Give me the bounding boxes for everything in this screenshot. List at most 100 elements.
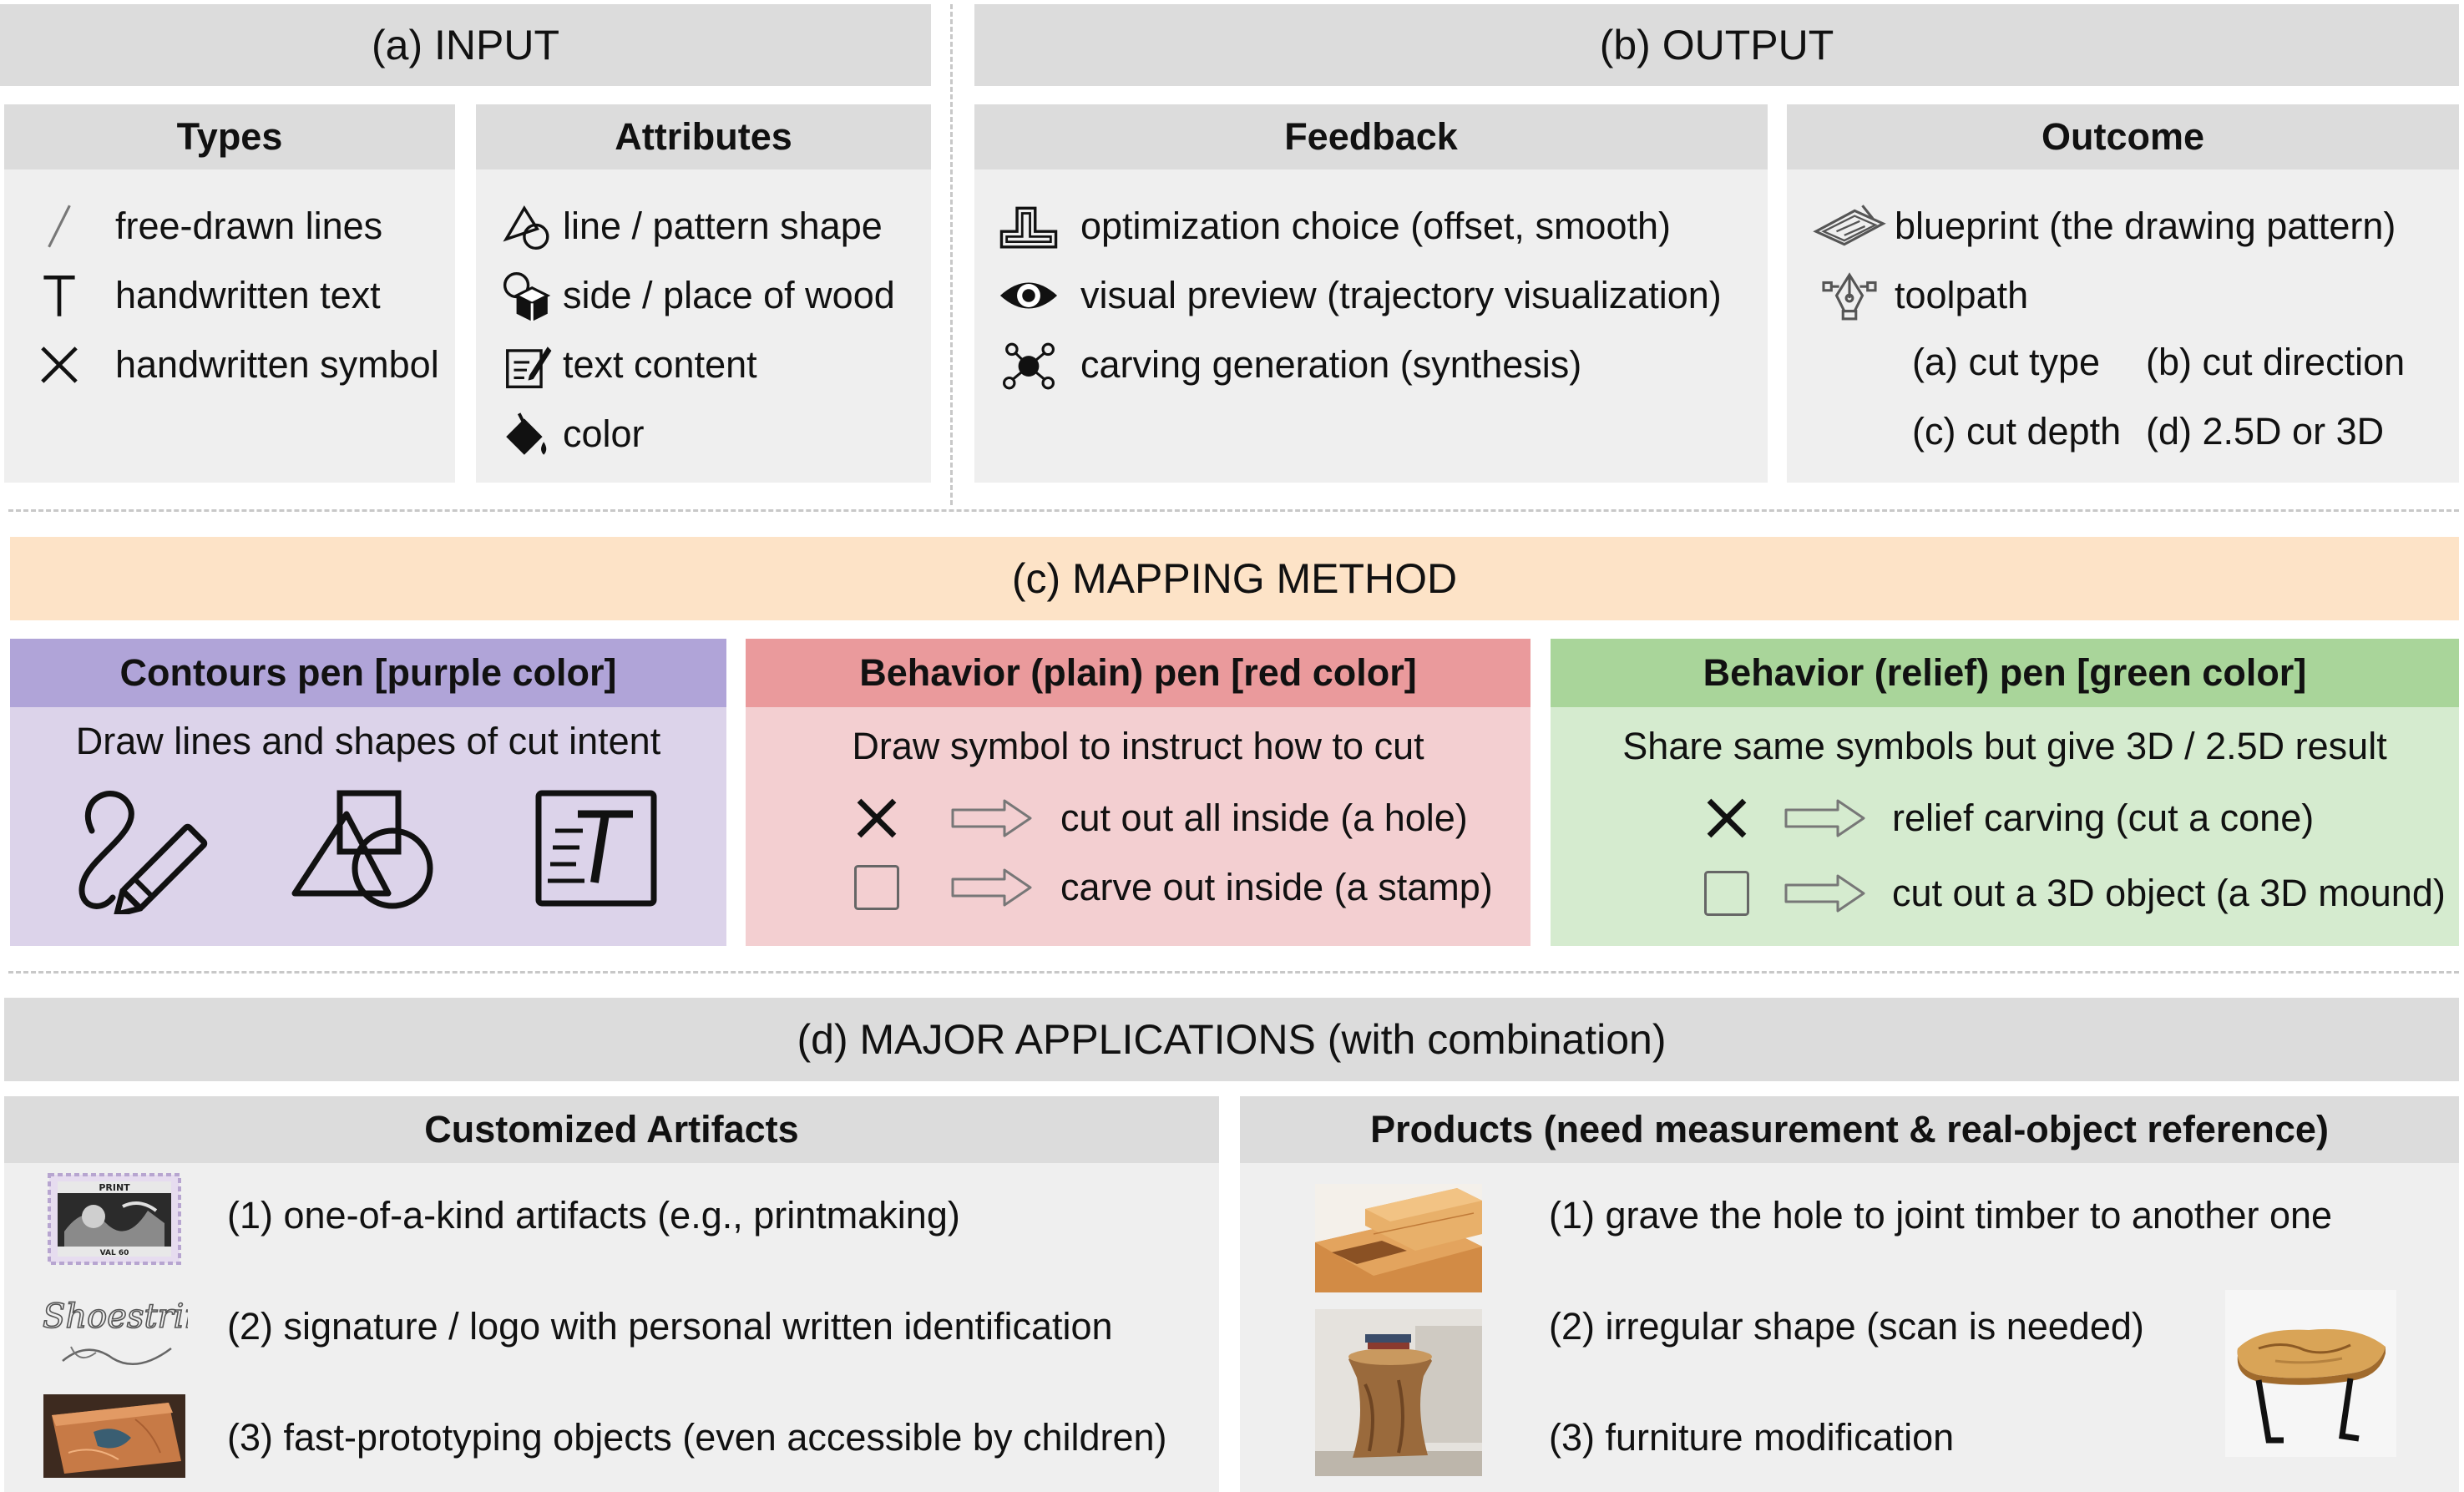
offset-path-icon: [995, 200, 1062, 252]
feedback-title: Feedback: [1284, 115, 1458, 158]
stump-table-image: [1315, 1309, 1482, 1476]
products-title: Products (need measurement & real-object…: [1370, 1108, 2329, 1151]
square-icon: [852, 862, 902, 913]
products-item: (3) furniture modification: [1549, 1416, 1955, 1459]
artifacts-panel: [4, 1163, 1219, 1492]
paint-bucket-icon: [501, 408, 553, 460]
types-item: handwritten symbol: [33, 339, 439, 391]
outcome-item-label: toolpath: [1895, 274, 2029, 316]
plain-pen-panel: [746, 707, 1531, 946]
relief-pen-panel: [1551, 707, 2459, 946]
types-panel: [4, 169, 455, 483]
outcome-title: Outcome: [2041, 115, 2205, 158]
pen-tool-icon: [1808, 270, 1891, 321]
eye-icon: [995, 270, 1062, 321]
cross-icon: [852, 793, 902, 843]
edit-icon: [501, 339, 553, 391]
input-output-divider: [950, 4, 953, 505]
attributes-item: color: [501, 408, 645, 460]
outcome-panel: [1787, 169, 2459, 483]
outcome-sub-item: (c) cut depth: [1912, 410, 2122, 453]
outcome-sub-item: (d) 2.5D or 3D: [2146, 410, 2385, 453]
contours-pen-description: Draw lines and shapes of cut intent: [75, 720, 661, 762]
arrow-right-icon: [950, 867, 1034, 908]
blueprint-icon: [1808, 200, 1891, 252]
applications-section-title: (d) MAJOR APPLICATIONS (with combination…: [797, 1016, 1667, 1063]
artifacts-header: Customized Artifacts: [4, 1096, 1219, 1163]
attributes-panel: [476, 169, 931, 483]
outcome-header: Outcome: [1787, 104, 2459, 169]
signature-image: Shoestring press: [38, 1282, 188, 1382]
cross-icon: [33, 339, 85, 391]
wood-prototype-image: [43, 1394, 185, 1478]
relief-pen-header: Behavior (relief) pen [green color]: [1551, 639, 2459, 707]
contours-pen-title: Contours pen [purple color]: [119, 651, 617, 694]
feedback-item-label: visual preview (trajectory visualization…: [1080, 274, 1722, 316]
section-divider: [8, 509, 2459, 512]
mapping-section-title: (c) MAPPING METHOD: [1011, 555, 1458, 602]
pen-scribble-icon: [67, 781, 213, 918]
feedback-item-label: carving generation (synthesis): [1080, 343, 1582, 386]
types-item-label: free-drawn lines: [115, 205, 383, 247]
output-section-title: (b) OUTPUT: [1599, 22, 1834, 68]
products-header: Products (need measurement & real-object…: [1240, 1096, 2459, 1163]
artifacts-item: (2) signature / logo with personal writt…: [227, 1305, 1113, 1348]
plain-pen-row: carve out inside (a stamp): [852, 862, 1493, 913]
stamp-top-text: PRINT: [99, 1182, 130, 1193]
plain-pen-title: Behavior (plain) pen [red color]: [859, 651, 1417, 694]
relief-pen-row: relief carving (cut a cone): [1702, 793, 2314, 843]
attributes-title: Attributes: [615, 115, 792, 158]
feedback-header: Feedback: [974, 104, 1768, 169]
relief-pen-description: Share same symbols but give 3D / 2.5D re…: [1622, 725, 2387, 767]
outcome-sub-item: (b) cut direction: [2146, 341, 2406, 383]
types-title: Types: [176, 115, 283, 158]
outcome-item: toolpath: [1808, 270, 2028, 321]
outcome-item-label: blueprint (the drawing pattern): [1895, 205, 2396, 247]
input-section-title: (a) INPUT: [372, 22, 559, 68]
contours-pen-header: Contours pen [purple color]: [10, 639, 726, 707]
types-item-label: handwritten symbol: [115, 343, 439, 386]
attributes-item: side / place of wood: [501, 270, 895, 321]
feedback-item: optimization choice (offset, smooth): [995, 200, 1671, 252]
artifacts-item: (3) fast-prototyping objects (even acces…: [227, 1416, 1167, 1459]
artifacts-item: (1) one-of-a-kind artifacts (e.g., print…: [227, 1194, 960, 1237]
mapping-section-header: (c) MAPPING METHOD: [10, 537, 2459, 620]
square-icon: [1702, 868, 1752, 918]
arrow-right-icon: [1783, 872, 1867, 914]
relief-pen-title: Behavior (relief) pen [green color]: [1703, 651, 2307, 694]
cube-icon: [501, 270, 553, 321]
timber-joint-image: [1315, 1184, 1482, 1292]
feedback-panel: [974, 169, 1768, 483]
relief-pen-row-label: relief carving (cut a cone): [1892, 797, 2315, 839]
types-item: free-drawn lines: [33, 200, 382, 252]
attributes-header: Attributes: [476, 104, 931, 169]
output-section-header: (b) OUTPUT: [974, 4, 2459, 86]
types-header: Types: [4, 104, 455, 169]
artifacts-title: Customized Artifacts: [424, 1108, 799, 1151]
types-item-label: handwritten text: [115, 274, 381, 316]
text-t-icon: [33, 270, 85, 321]
attributes-item-label: line / pattern shape: [563, 205, 883, 247]
attributes-item: text content: [501, 339, 757, 391]
network-icon: [995, 339, 1062, 391]
attributes-item-label: color: [563, 412, 645, 455]
arrow-right-icon: [950, 797, 1034, 839]
shapes-icon: [288, 789, 438, 910]
slash-line-icon: [33, 200, 85, 252]
types-item: handwritten text: [33, 270, 381, 321]
signature-text: Shoestring press: [43, 1297, 188, 1336]
attributes-item: line / pattern shape: [501, 200, 883, 252]
feedback-item-label: optimization choice (offset, smooth): [1080, 205, 1671, 247]
stamp-image: PRINT VAL 60: [48, 1173, 181, 1265]
outcome-item: blueprint (the drawing pattern): [1808, 200, 2396, 252]
outcome-sub-item: (a) cut type: [1912, 341, 2101, 383]
plain-pen-header: Behavior (plain) pen [red color]: [746, 639, 1531, 707]
plain-pen-description: Draw symbol to instruct how to cut: [852, 725, 1424, 767]
feedback-item: visual preview (trajectory visualization…: [995, 270, 1722, 321]
relief-pen-row: cut out a 3D object (a 3D mound): [1702, 868, 2446, 918]
stamp-bottom-text: VAL 60: [100, 1249, 129, 1257]
applications-section-header: (d) MAJOR APPLICATIONS (with combination…: [4, 998, 2459, 1081]
shapes-icon: [501, 200, 553, 252]
attributes-item-label: side / place of wood: [563, 274, 895, 316]
products-item: (1) grave the hole to joint timber to an…: [1549, 1194, 2333, 1237]
